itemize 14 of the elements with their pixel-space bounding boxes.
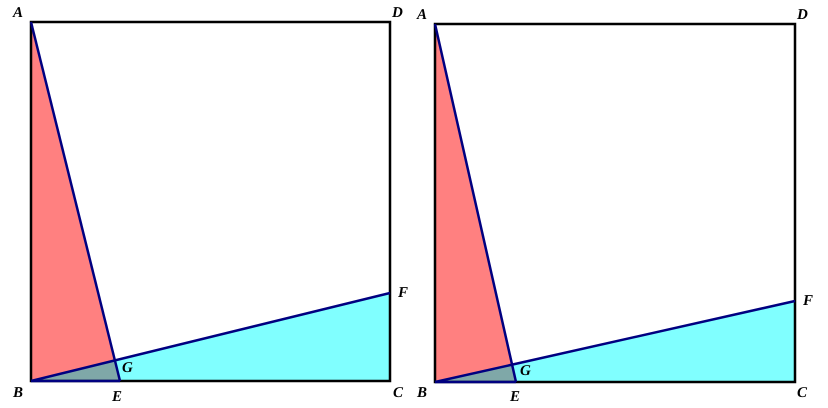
point-label: B (13, 386, 24, 401)
point-label: C (797, 386, 808, 401)
point-label: G (520, 364, 531, 379)
point-label: E (112, 390, 122, 405)
point-label: B (417, 386, 428, 401)
point-label: G (122, 361, 133, 376)
point-label: A (417, 8, 428, 23)
point-label: F (803, 294, 814, 309)
point-label: A (13, 6, 24, 21)
point-label: C (393, 386, 404, 401)
point-label: D (797, 8, 808, 23)
point-label: F (398, 286, 408, 301)
point-label: D (392, 6, 403, 21)
point-label: E (510, 390, 520, 405)
